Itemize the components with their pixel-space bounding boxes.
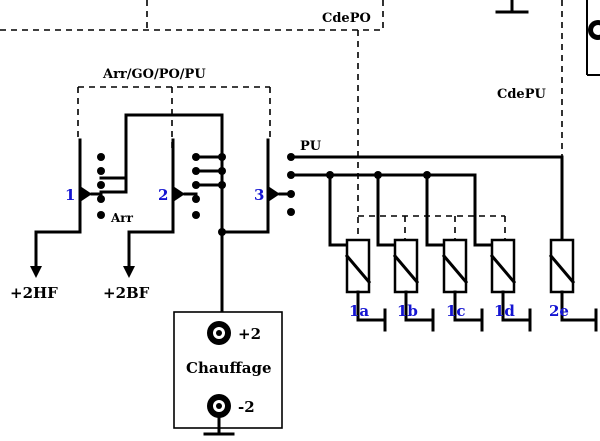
arr-go-po-pu-label: Arr/GO/PO/PU <box>102 67 206 82</box>
relay-1d-label: 1d <box>494 302 515 320</box>
switch-2-number: 2 <box>158 186 168 204</box>
cde-po-label: CdePO <box>322 11 371 26</box>
relay-1c-label: 1c <box>446 302 466 320</box>
chauffage-box <box>173 311 283 436</box>
mode-selector-linkage <box>77 86 271 150</box>
relay-1c <box>441 238 484 322</box>
relay-2e <box>548 238 598 322</box>
top-control-box <box>0 0 385 31</box>
switch-1 <box>30 113 128 278</box>
switch-3-number: 3 <box>254 186 264 204</box>
cde-pu-label: CdePU <box>497 87 546 102</box>
top-right-fragment <box>495 0 600 240</box>
relay-ground-ticks <box>383 308 598 332</box>
cde-po-dashed-link <box>357 30 506 240</box>
relay-2e-label: 2e <box>549 302 569 320</box>
relay-1a-label: 1a <box>349 302 369 320</box>
pu-bus <box>289 155 564 242</box>
po-bus <box>289 171 494 247</box>
arr-label: Arr <box>110 211 134 225</box>
relay-1a <box>344 238 387 322</box>
out-2bf-label: +2BF <box>103 284 150 302</box>
minus-2-label: -2 <box>238 398 255 416</box>
plus-2-label: +2 <box>238 325 261 343</box>
out-2hf-label: +2HF <box>10 284 58 302</box>
relay-1b-label: 1b <box>397 302 418 320</box>
switch-1-number: 1 <box>65 186 75 204</box>
relay-1d <box>489 238 532 322</box>
relay-1b <box>392 238 435 322</box>
pu-label: PU <box>300 139 322 154</box>
chauffage-label: Chauffage <box>186 359 272 377</box>
